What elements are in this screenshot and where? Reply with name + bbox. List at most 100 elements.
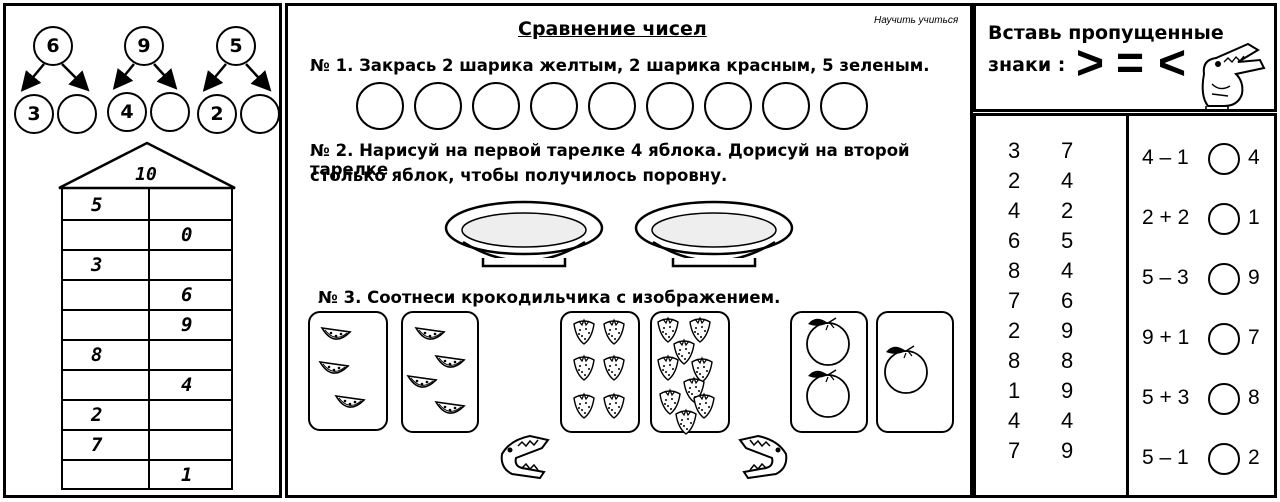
signs-title-line2: знаки : [988, 54, 1066, 76]
tree-left-circle-1: 3 [14, 94, 54, 134]
house-left-cell[interactable] [91, 281, 131, 309]
house-right-cell[interactable] [181, 251, 221, 279]
exercise-divider [1126, 116, 1129, 495]
greater-than-sign: > [1076, 37, 1105, 90]
house-row-line [63, 429, 231, 431]
crocodile-icon-left[interactable] [500, 435, 549, 479]
balloon-circle[interactable] [588, 82, 636, 130]
house-left-cell[interactable] [91, 371, 131, 399]
house-left-cell: 7 [91, 434, 103, 456]
oranges-1 [884, 345, 928, 394]
crocodile-icon-right[interactable] [739, 435, 788, 479]
sign-answer-circle[interactable] [1208, 143, 1240, 175]
house-right-cell: 9 [181, 314, 193, 336]
expression-right: 8 [1248, 386, 1260, 409]
expression-left: 5 + 3 [1142, 386, 1190, 409]
expression-left: 5 – 1 [1142, 446, 1189, 469]
card-strawberry-6[interactable] [560, 311, 640, 433]
house-left-cell: 3 [91, 254, 103, 276]
balloon-circle[interactable] [762, 82, 810, 130]
card-contents [319, 317, 928, 479]
house-left-cell[interactable] [91, 461, 131, 489]
tree-top-circle-1: 6 [33, 26, 73, 66]
house-left-cell: 5 [91, 194, 103, 216]
tree-left-circle-2: 4 [107, 92, 147, 132]
sign-answer-circle[interactable] [1208, 203, 1240, 235]
tree-left-circle-3: 2 [197, 94, 237, 134]
house-row-line [63, 219, 231, 221]
pair-right-number: 4 [1061, 168, 1074, 193]
house-left-cell: 2 [91, 404, 103, 426]
pair-left-number: 2 [1008, 168, 1021, 193]
balloon-circle[interactable] [646, 82, 694, 130]
tree-right-circle-2[interactable] [150, 92, 190, 132]
number-house-roof-value: 10 [135, 164, 157, 185]
expression-right: 2 [1248, 446, 1260, 469]
house-row-line [63, 249, 231, 251]
house-left-cell[interactable] [91, 221, 131, 249]
pair-left-number: 8 [1008, 258, 1021, 283]
house-right-cell[interactable] [181, 401, 221, 429]
house-row-line [63, 309, 231, 311]
balloon-circle[interactable] [820, 82, 868, 130]
sign-answer-circle[interactable] [1208, 383, 1240, 415]
task-2-text-line1: № 2. Нарисуй на первой тарелке 4 яблока.… [310, 141, 910, 179]
house-row-line [63, 279, 231, 281]
tree-right-circle-3[interactable] [240, 94, 280, 134]
sign-answer-circle[interactable] [1208, 263, 1240, 295]
pair-left-number: 4 [1008, 408, 1021, 433]
house-row-line [63, 369, 231, 371]
crocodile-mascot-icon [1201, 42, 1266, 111]
pair-right-number: 5 [1061, 228, 1074, 253]
tree-arrows [20, 63, 272, 92]
house-row-line [63, 399, 231, 401]
watermark-text: Научить учиться [874, 15, 959, 26]
sign-answer-circle[interactable] [1208, 323, 1240, 355]
house-right-cell: 0 [181, 224, 193, 246]
house-left-cell[interactable] [91, 311, 131, 339]
house-right-cell[interactable] [181, 341, 221, 369]
balloon-circle[interactable] [472, 82, 520, 130]
expression-left: 9 + 1 [1142, 326, 1190, 349]
expression-right: 1 [1248, 206, 1260, 229]
balloon-circle[interactable] [704, 82, 752, 130]
balloon-circle[interactable] [356, 82, 404, 130]
house-row-line [63, 339, 231, 341]
pair-right-number: 8 [1061, 348, 1074, 373]
insert-signs-header: Вставь пропущенные знаки : > = < [973, 3, 1277, 112]
expression-left: 5 – 3 [1142, 266, 1189, 289]
house-right-cell[interactable] [181, 191, 221, 219]
house-right-cell[interactable] [181, 431, 221, 459]
tree-right-circle-1[interactable] [57, 94, 97, 134]
strawberries-6 [573, 319, 625, 419]
equals-sign: = [1116, 37, 1145, 90]
pair-left-number: 4 [1008, 198, 1021, 223]
pair-right-number: 4 [1061, 258, 1074, 283]
expression-right: 9 [1248, 266, 1260, 289]
task-3-text: № 3. Соотнеси крокодильчика с изображени… [318, 288, 781, 307]
watermelon-slices-4 [407, 327, 465, 414]
watermelon-slices-3 [319, 327, 365, 408]
balloon-circle[interactable] [414, 82, 462, 130]
plate-1[interactable] [443, 198, 605, 274]
plate-2[interactable] [633, 198, 795, 274]
pair-left-number: 7 [1008, 288, 1021, 313]
tree-top-circle-3: 5 [216, 26, 256, 66]
pair-left-number: 3 [1008, 138, 1021, 163]
house-right-cell: 6 [181, 284, 193, 306]
pair-left-number: 6 [1008, 228, 1021, 253]
expression-right: 7 [1248, 326, 1260, 349]
sign-answer-circle[interactable] [1208, 443, 1240, 475]
less-than-sign: < [1158, 37, 1187, 90]
pair-right-number: 2 [1061, 198, 1074, 223]
balloon-row [356, 82, 876, 132]
signs-title-line1: Вставь пропущенные [988, 22, 1224, 44]
pair-right-number: 9 [1061, 318, 1074, 343]
task-2-text-line2: столько яблок, чтобы получилось поровну. [310, 166, 728, 185]
balloon-circle[interactable] [530, 82, 578, 130]
house-right-cell: 1 [181, 464, 193, 486]
strawberries-9 [657, 317, 715, 435]
house-right-cell: 4 [181, 374, 193, 396]
